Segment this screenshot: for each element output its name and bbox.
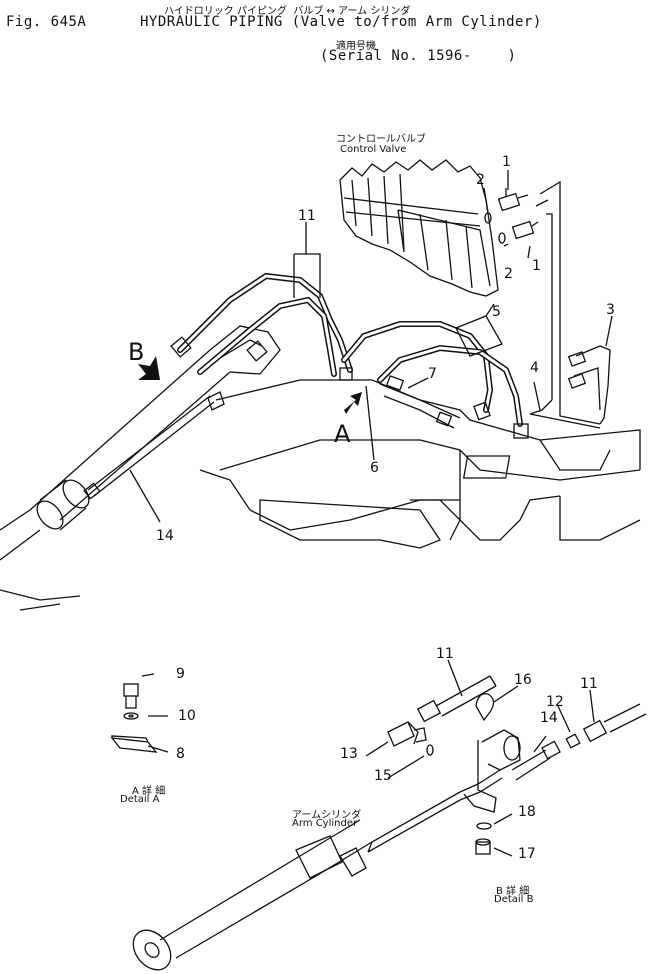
detail-b-label-japanese: B 詳 細 <box>496 886 530 897</box>
title-japanese: ハイドロリック パイピング バルブ ↔ アーム シリンダ <box>164 6 411 17</box>
elbow-fitting-3 <box>567 345 611 425</box>
callout-7: 7 <box>428 366 437 382</box>
fitting-1-lower <box>511 220 539 240</box>
callout-2-lower: 2 <box>504 266 513 282</box>
detail-a-parts <box>110 683 158 753</box>
o-ring-2-upper <box>484 212 492 224</box>
arm-cylinder-main <box>0 325 281 561</box>
control-valve-label: Control Valve <box>340 144 407 155</box>
arm-cylinder-label: Arm Cylinder <box>292 818 358 829</box>
detail-a-label: Detail A <box>120 794 160 805</box>
callout-11-main: 11 <box>298 208 316 224</box>
detail-b-label: Detail B <box>494 894 534 905</box>
callout-6: 6 <box>370 460 379 476</box>
o-ring-2-lower <box>498 232 506 244</box>
detail-a-label-japanese: A 詳 細 <box>132 786 166 797</box>
callout-2-upper: 2 <box>476 172 485 188</box>
callout-5: 5 <box>492 304 501 320</box>
fitting-1-upper <box>497 188 529 212</box>
control-valve-label-japanese: コントロールバルブ <box>336 134 426 145</box>
callout-1-upper: 1 <box>502 154 511 170</box>
figure-number: Fig. 645A <box>6 14 87 30</box>
callout-15: 15 <box>374 768 392 784</box>
callout-16: 16 <box>514 672 532 688</box>
callout-14-detail-b: 14 <box>540 710 558 726</box>
boom-frame <box>0 379 641 611</box>
serial-range: (Serial No. 1596- ) <box>320 48 517 64</box>
callout-10: 10 <box>178 708 196 724</box>
callout-3: 3 <box>606 302 615 318</box>
view-letter-b: B <box>128 338 145 366</box>
callout-1-lower: 1 <box>532 258 541 274</box>
serial-japanese: 適用号機 <box>336 41 376 52</box>
callout-11-detail-b-upper: 11 <box>436 646 454 662</box>
callout-17: 17 <box>518 846 536 862</box>
callout-8: 8 <box>176 746 185 762</box>
callout-9: 9 <box>176 666 185 682</box>
figure-title: HYDRAULIC PIPING (Valve to/from Arm Cyli… <box>140 14 542 30</box>
callout-18: 18 <box>518 804 536 820</box>
callout-11-detail-b-right: 11 <box>580 676 598 692</box>
arm-cylinder-label-japanese: アームシリンダ <box>292 810 362 821</box>
callout-12: 12 <box>546 694 564 710</box>
control-valve <box>339 159 499 297</box>
view-letter-a: A <box>334 420 351 448</box>
callout-14-main: 14 <box>156 528 174 544</box>
callout-13: 13 <box>340 746 358 762</box>
detail-b-parts <box>132 659 647 971</box>
callout-4: 4 <box>530 360 539 376</box>
